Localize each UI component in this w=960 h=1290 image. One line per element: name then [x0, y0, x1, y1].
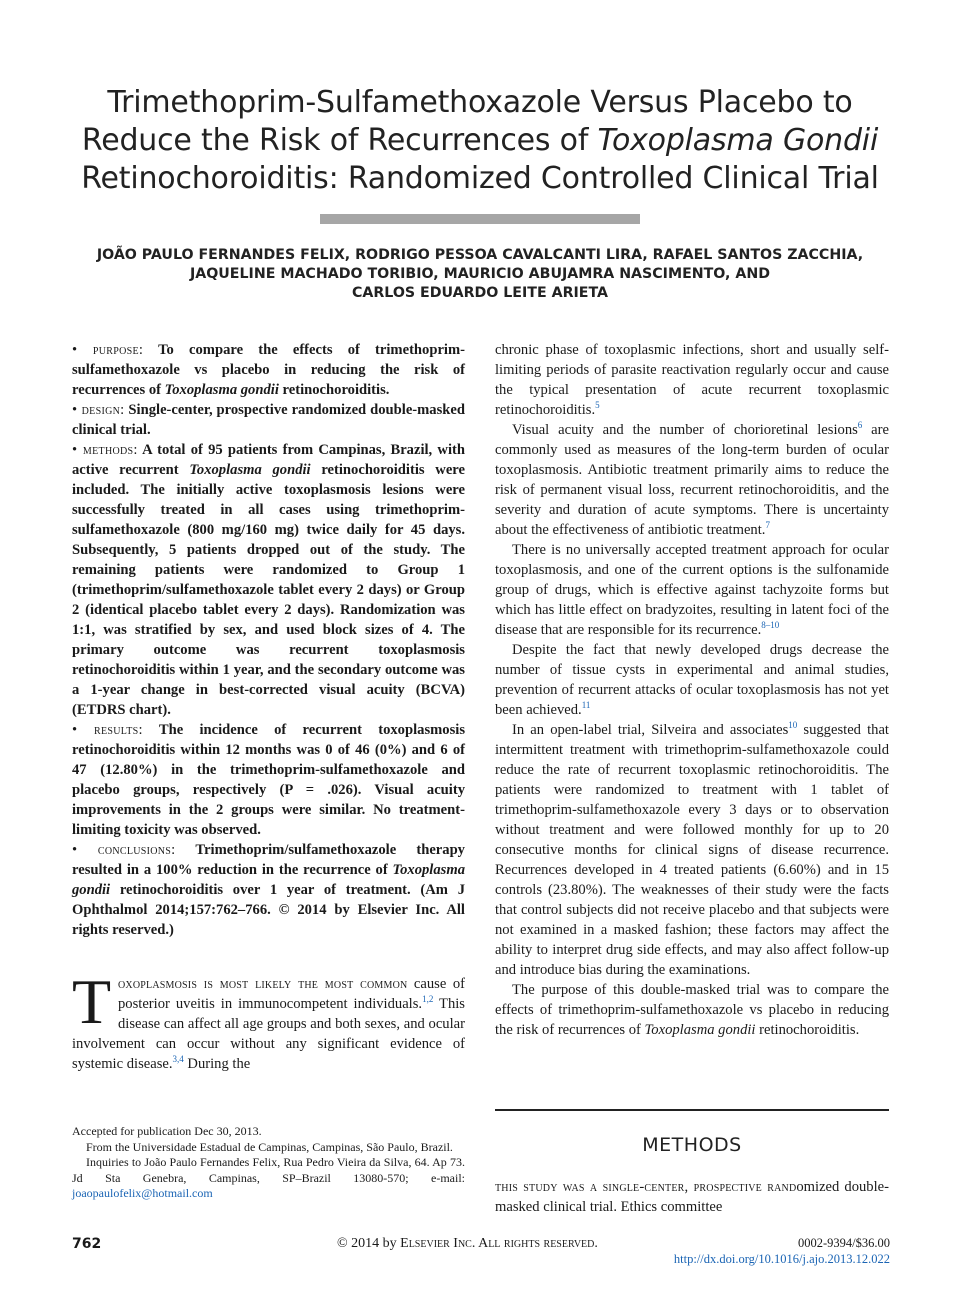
design-text: Single-center, prospective randomized do… [72, 402, 465, 438]
page-number: 762 [72, 1236, 102, 1252]
conclusions-label: • conclusions: [72, 842, 176, 858]
title-line-2-italic: Toxoplasma Gondii [597, 123, 879, 158]
paragraph-3: There is no universally accepted treatme… [495, 540, 889, 640]
citation-7[interactable]: 7 [765, 520, 770, 530]
footnote-inquiries: Inquiries to João Paulo Fernandes Felix,… [72, 1155, 465, 1202]
paragraph-1: chronic phase of toxoplasmic infections,… [495, 340, 889, 420]
citation-10[interactable]: 10 [788, 720, 798, 730]
authors-line-2: JAQUELINE MACHADO TORIBIO, MAURICIO ABUJ… [189, 266, 771, 282]
intro-text-a: cause of posterior uveitis in immunocomp… [118, 976, 465, 1012]
citation-3-4[interactable]: 3,4 [172, 1054, 184, 1064]
conclusions-text-b: retinochoroiditis over 1 year of treatme… [72, 882, 465, 938]
results-label: • results: [72, 722, 143, 738]
article-title: Trimethoprim-Sulfamethoxazole Versus Pla… [60, 84, 900, 198]
p5-text-a: In an open-label trial, Silveira and ass… [512, 722, 789, 738]
abstract-methods: • methods: A total of 95 patients from C… [72, 440, 465, 720]
p6-text-b: retinochoroiditis. [755, 1022, 860, 1038]
right-column: chronic phase of toxoplasmic infections,… [495, 340, 889, 1040]
copyright: © 2014 by Elsevier Inc. All rights reser… [337, 1236, 598, 1252]
methods-text-a: A total of 95 patients from Campinas, Br… [72, 442, 465, 478]
citation-6[interactable]: 6 [857, 420, 863, 430]
paragraph-6: The purpose of this double-masked trial … [495, 980, 889, 1040]
copyright-symbol: © 2014 by [337, 1236, 401, 1251]
doi-link[interactable]: http://dx.doi.org/10.1016/j.ajo.2013.12.… [673, 1252, 890, 1266]
title-divider-bar [320, 214, 640, 224]
purpose-text-a: To compare the effects of trimethoprim-s… [72, 342, 466, 398]
authors-line-1: JOÃO PAULO FERNANDES FELIX, RODRIGO PESS… [96, 247, 864, 263]
p3-text: There is no universally accepted treatme… [495, 542, 889, 638]
purpose-italic: Toxoplasma gondii [164, 382, 279, 398]
drop-cap: T [72, 966, 112, 1037]
methods-paragraph: this study was a single-center, prospect… [495, 1177, 889, 1217]
citation-8-10[interactable]: 8–10 [761, 620, 780, 630]
intro-text-b: This disease can affect all age groups a… [72, 996, 465, 1072]
section-divider [495, 1109, 889, 1111]
methods-body: this study was a single-center, prospect… [495, 1177, 889, 1217]
footnote-accepted: Accepted for publication Dec 30, 2013. [72, 1124, 262, 1138]
p2-text-b: are commonly used as measures of the lon… [495, 422, 889, 538]
methods-text: omized double-masked clinical trial. Eth… [495, 1179, 889, 1215]
abstract-results: • results: The incidence of recurrent to… [72, 720, 465, 840]
results-text: The incidence of recurrent toxoplasmosis… [72, 722, 465, 838]
p4-text: Despite the fact that newly developed dr… [495, 642, 889, 718]
methods-smallcaps: this study was a single-center, prospect… [495, 1179, 797, 1195]
p2-text-a: Visual acuity and the number of choriore… [512, 422, 858, 438]
p6-text-a: The purpose of this double-masked trial … [495, 982, 889, 1038]
methods-label: • methods: [72, 442, 138, 458]
page-footer: 762 © 2014 by Elsevier Inc. All rights r… [72, 1236, 890, 1272]
design-label: • design: [72, 402, 125, 418]
intro-text-c: During the [183, 1056, 251, 1072]
p5-text-b: suggested that intermittent treatment wi… [495, 722, 889, 978]
purpose-label: • purpose: [72, 342, 144, 358]
footnote-affiliation: From the Universidade Estadual de Campin… [86, 1139, 453, 1154]
methods-text-b: retinochoroiditis were included. The ini… [72, 462, 465, 718]
footnotes: Accepted for publication Dec 30, 2013. F… [72, 1124, 465, 1202]
title-line-1: Trimethoprim-Sulfamethoxazole Versus Pla… [107, 85, 853, 120]
abstract-purpose: • purpose: To compare the effects of tri… [72, 340, 465, 400]
author-list: JOÃO PAULO FERNANDES FELIX, RODRIGO PESS… [60, 246, 900, 303]
paragraph-5: In an open-label trial, Silveira and ass… [495, 720, 889, 980]
methods-heading: METHODS [642, 1134, 742, 1156]
inquiries-text: Inquiries to João Paulo Fernandes Felix,… [72, 1155, 465, 1185]
conclusions-text-a: Trimethoprim/sulfamethoxazole therapy re… [72, 842, 465, 878]
paragraph-4: Despite the fact that newly developed dr… [495, 640, 889, 720]
p6-italic: Toxoplasma gondii [644, 1022, 756, 1038]
issn: 0002-9394/$36.00 [797, 1236, 890, 1250]
methods-italic: Toxoplasma gondii [189, 462, 311, 478]
intro-smallcaps: oxoplasmosis is most likely the most com… [118, 976, 408, 992]
citation-1-2[interactable]: 1,2 [422, 994, 434, 1004]
authors-line-3: CARLOS EDUARDO LEITE ARIETA [351, 285, 609, 301]
citation-5[interactable]: 5 [595, 400, 600, 410]
conclusions-italic: Toxoplasma gondii [72, 862, 465, 898]
paragraph-2: Visual acuity and the number of choriore… [495, 420, 889, 540]
citation-11[interactable]: 11 [581, 700, 591, 710]
abstract: • purpose: To compare the effects of tri… [72, 340, 465, 940]
email-link[interactable]: joaopaulofelix@hotmail.com [72, 1186, 213, 1200]
title-line-2: Reduce the Risk of Recurrences of Toxopl… [60, 122, 900, 160]
copyright-text: Elsevier Inc. All rights reserved. [400, 1236, 598, 1251]
p1-text: chronic phase of toxoplasmic infections,… [495, 342, 889, 418]
title-line-2-text: Reduce the Risk of Recurrences of [81, 123, 598, 158]
purpose-text-b: retinochoroiditis. [278, 382, 390, 398]
title-line-3: Retinochoroiditis: Randomized Controlled… [81, 161, 879, 196]
abstract-design: • design: Single-center, prospective ran… [72, 400, 465, 440]
abstract-conclusions: • conclusions: Trimethoprim/sulfamethoxa… [72, 840, 465, 940]
